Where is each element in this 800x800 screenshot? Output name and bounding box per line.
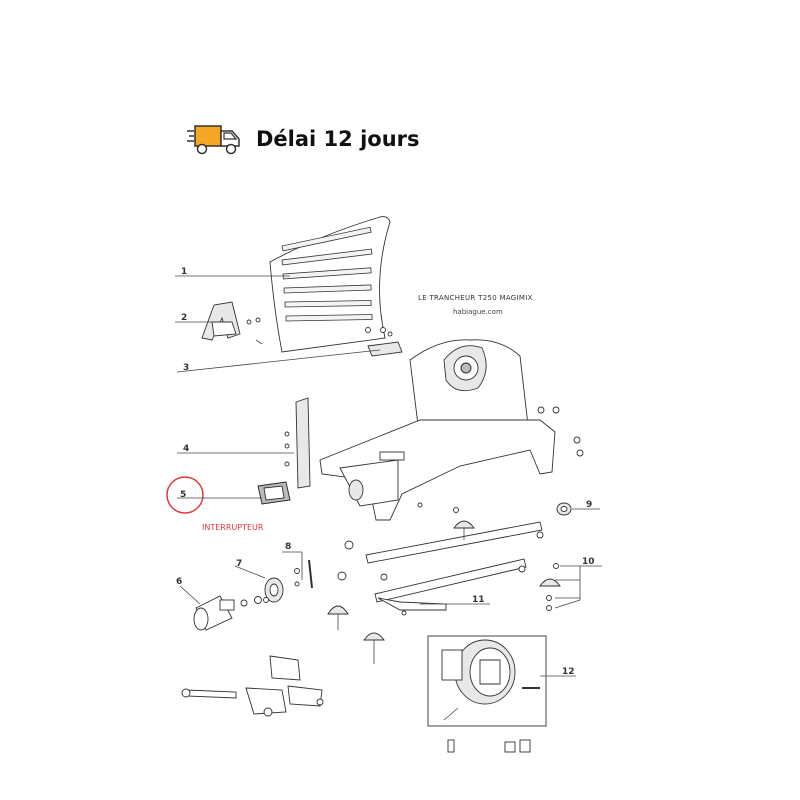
part-number-3: 3	[183, 363, 189, 373]
part-number-4: 4	[183, 444, 189, 454]
part-6-knob	[193, 595, 248, 631]
part-4-rail	[284, 397, 311, 489]
part-number-6: 6	[176, 577, 182, 587]
leader-lines	[175, 275, 602, 677]
diagram-title: LE TRANCHEUR T250 MAGIMIX	[418, 294, 533, 302]
part-11-bar	[377, 597, 447, 616]
part-number-8: 8	[285, 542, 291, 552]
part-number-9: 9	[586, 500, 592, 510]
switch-label: INTERRUPTEUR	[202, 523, 264, 532]
part-number-10: 10	[582, 557, 595, 567]
feet	[327, 502, 561, 664]
part-number-5: 5	[180, 490, 186, 500]
part-2-bracket	[201, 301, 263, 345]
delivery-truck-icon	[187, 125, 240, 155]
part-9-nut	[556, 502, 572, 516]
part-number-1: 1	[181, 267, 187, 277]
slider-rods	[337, 521, 544, 603]
part-number-7: 7	[236, 559, 242, 569]
delivery-banner: Délai 12 jours	[186, 122, 420, 156]
diagram-subtitle: habiague.com	[453, 308, 503, 316]
main-body	[319, 339, 584, 521]
part-number-labels: 1 2 3 4 5 6 7 8 9 10 11 12	[176, 267, 595, 677]
part-5-switch	[257, 481, 291, 505]
part-number-11: 11	[472, 595, 485, 605]
part-number-2: 2	[181, 313, 187, 323]
part-12-motor	[427, 635, 547, 753]
part-8-pin	[294, 559, 313, 589]
part-7-pulley	[254, 577, 284, 604]
part-10-screws	[546, 563, 559, 611]
lower-left-assembly	[181, 655, 324, 717]
part-number-12: 12	[562, 667, 575, 677]
part-3-plate	[367, 331, 403, 357]
part-1-cover	[269, 216, 391, 353]
switch-highlight-circle	[166, 476, 204, 514]
delivery-text: Délai 12 jours	[256, 127, 420, 151]
